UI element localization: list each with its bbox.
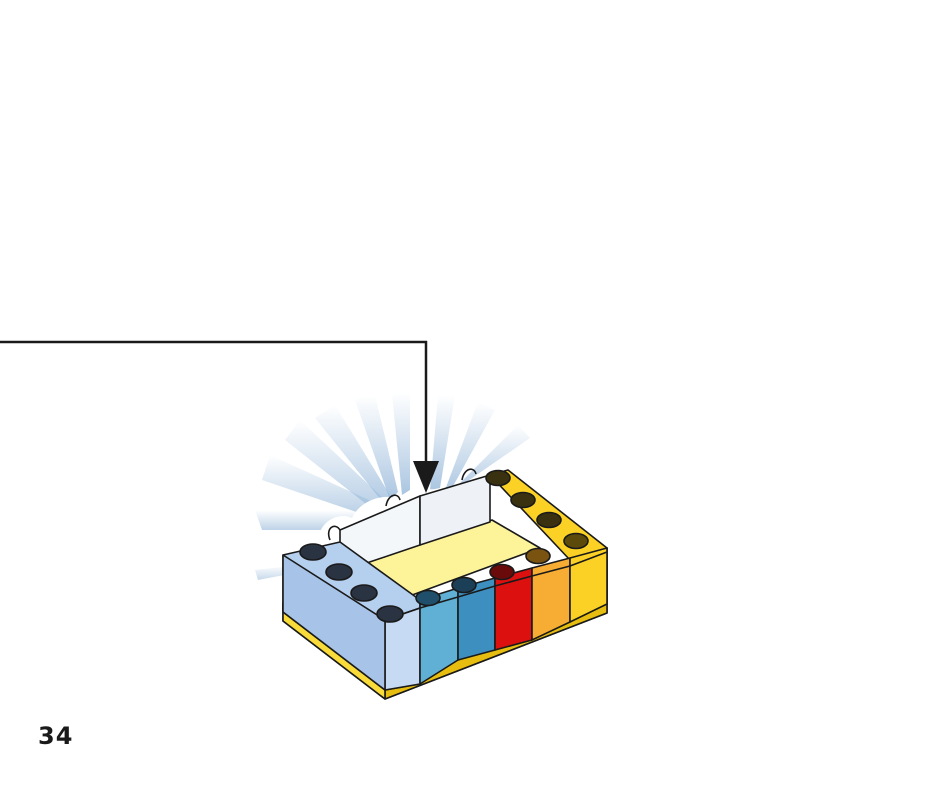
stud-row-front [415, 532, 589, 607]
page-number: 34 [38, 722, 74, 750]
stud-row-left [299, 543, 404, 623]
stud-row-right [485, 469, 562, 529]
down-arrow-connector-icon [0, 340, 439, 493]
brick-model-icon [282, 468, 608, 700]
